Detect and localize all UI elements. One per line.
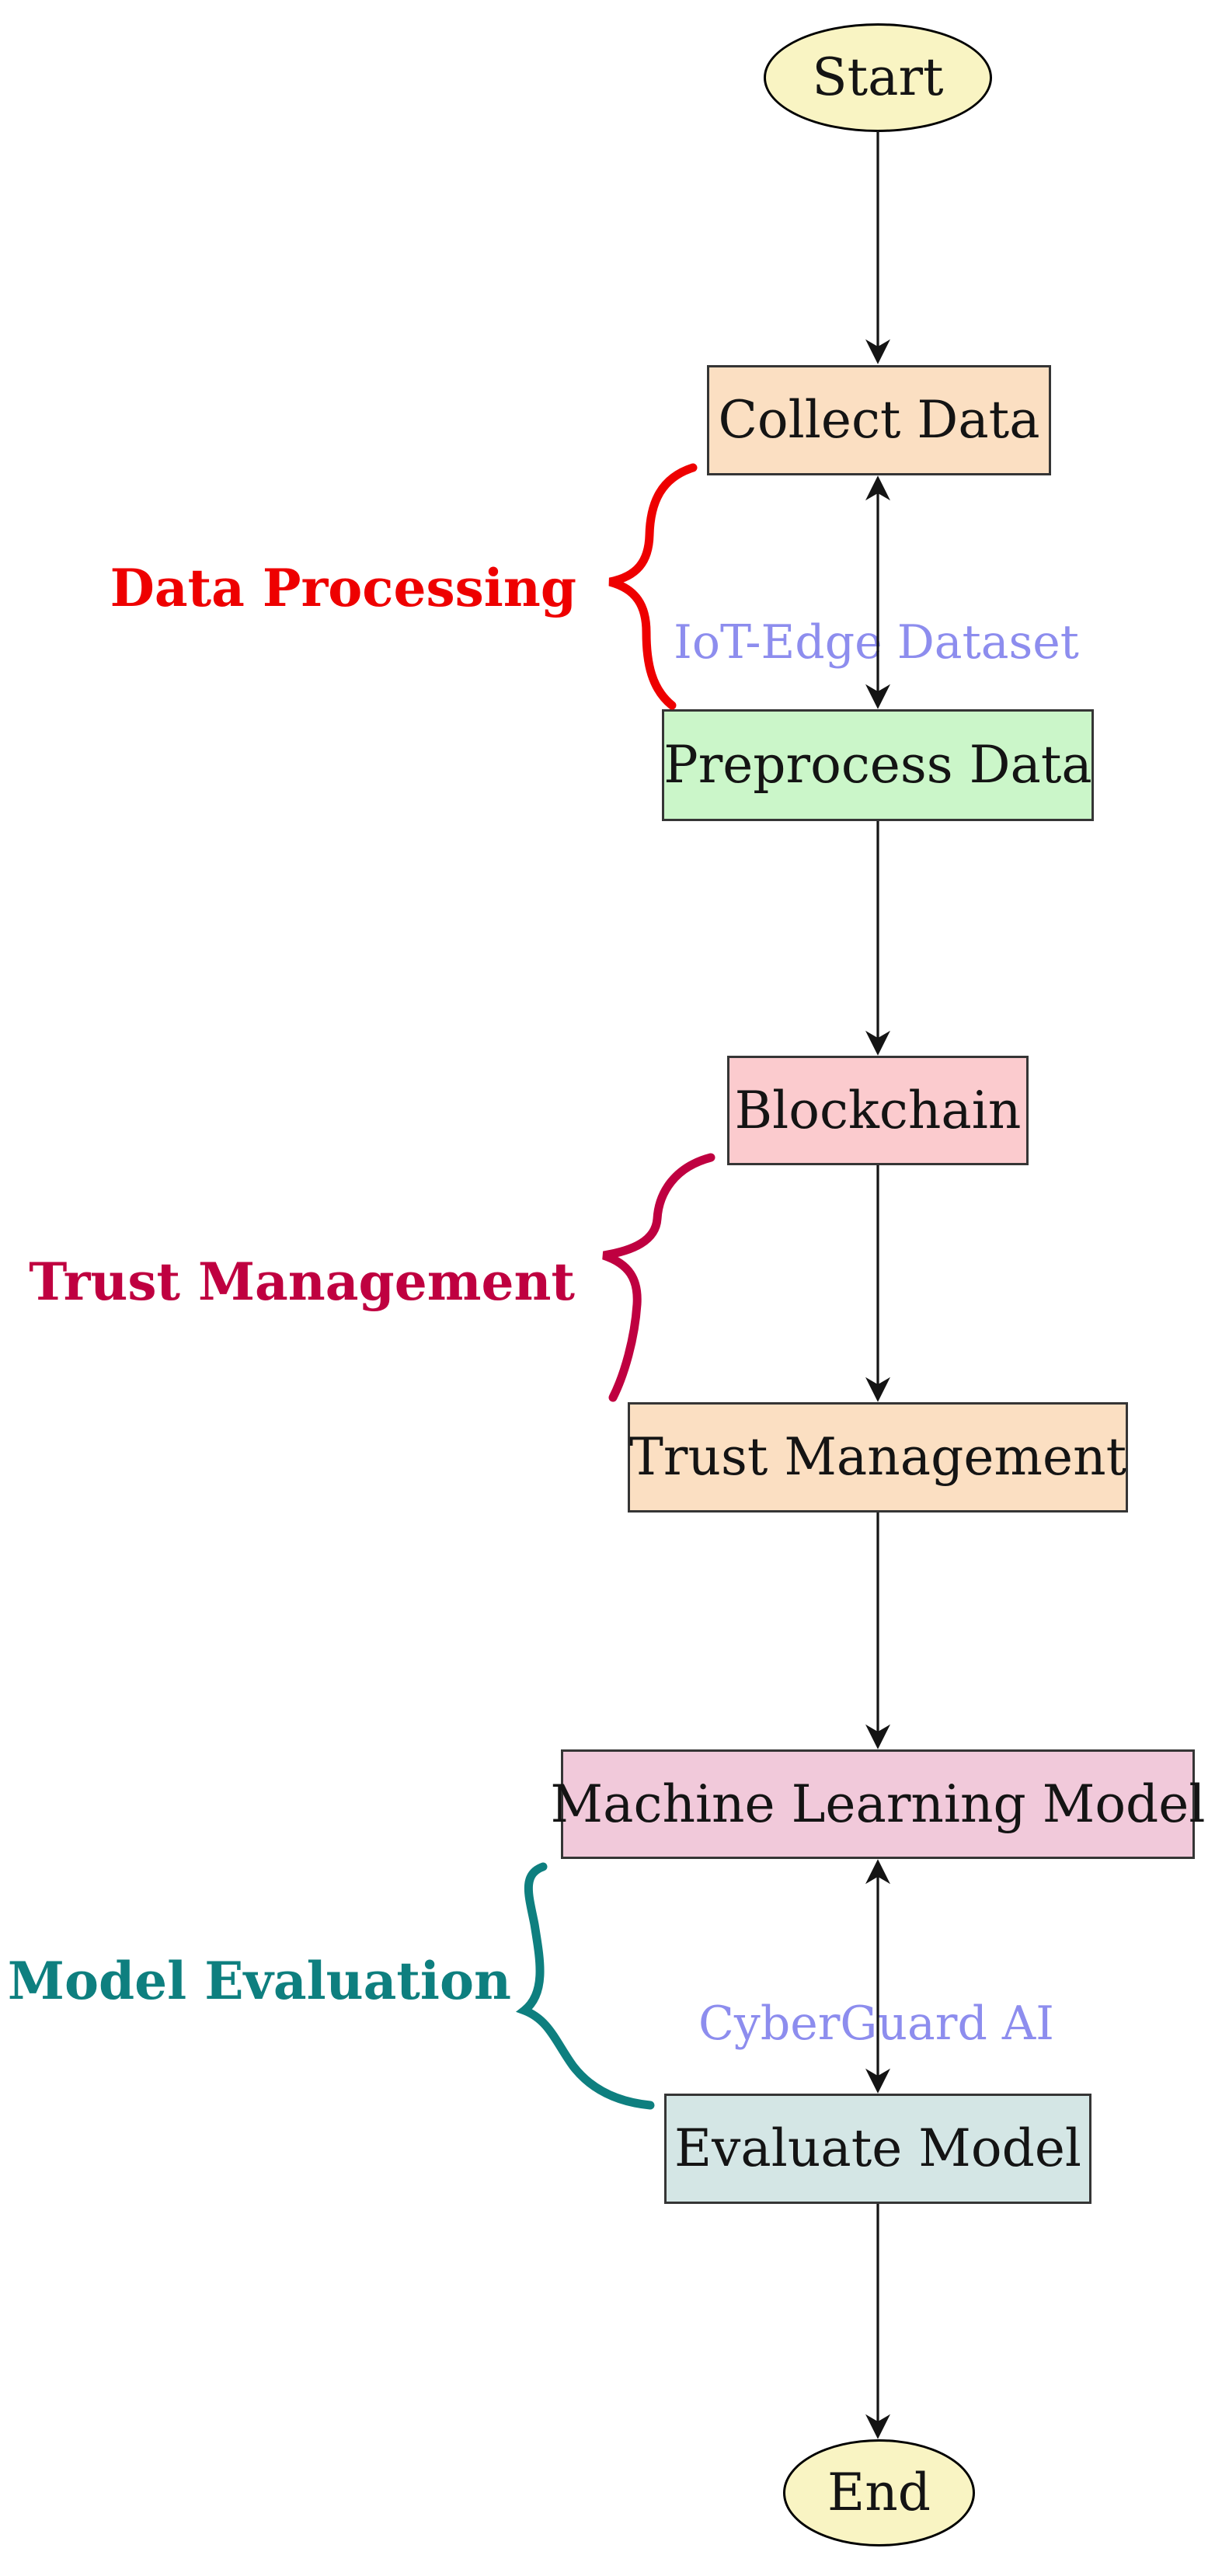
node-end-label: End — [827, 2463, 931, 2522]
node-trust-management-label: Trust Management — [628, 1427, 1127, 1487]
brace-label-trust-management: Trust Management — [29, 1251, 575, 1312]
node-blockchain-label: Blockchain — [734, 1080, 1022, 1140]
node-collect-data: Collect Data — [707, 365, 1051, 475]
node-evaluate-model: Evaluate Model — [664, 2094, 1091, 2204]
edge-label-iot-edge-dataset: IoT-Edge Dataset — [674, 615, 1079, 670]
node-start-label: Start — [812, 47, 944, 107]
node-blockchain: Blockchain — [727, 1056, 1029, 1165]
node-preprocess-data-label: Preprocess Data — [663, 735, 1092, 795]
node-evaluate-model-label: Evaluate Model — [674, 2118, 1082, 2178]
node-collect-data-label: Collect Data — [718, 390, 1040, 450]
node-end: End — [783, 2439, 975, 2546]
brace-trust-management — [602, 1153, 715, 1402]
node-machine-learning-model-label: Machine Learning Model — [550, 1774, 1206, 1834]
brace-model-evaluation — [515, 1862, 655, 2110]
node-machine-learning-model: Machine Learning Model — [551, 1749, 1205, 1859]
brace-data-processing — [608, 463, 698, 710]
brace-label-model-evaluation: Model Evaluation — [7, 1951, 511, 2011]
brace-label-data-processing: Data Processing — [110, 558, 576, 618]
node-preprocess-data: Preprocess Data — [662, 709, 1094, 821]
node-start: Start — [764, 23, 992, 132]
edge-label-cyberguard-ai: CyberGuard AI — [698, 1996, 1054, 2051]
node-trust-management: Trust Management — [628, 1402, 1128, 1513]
